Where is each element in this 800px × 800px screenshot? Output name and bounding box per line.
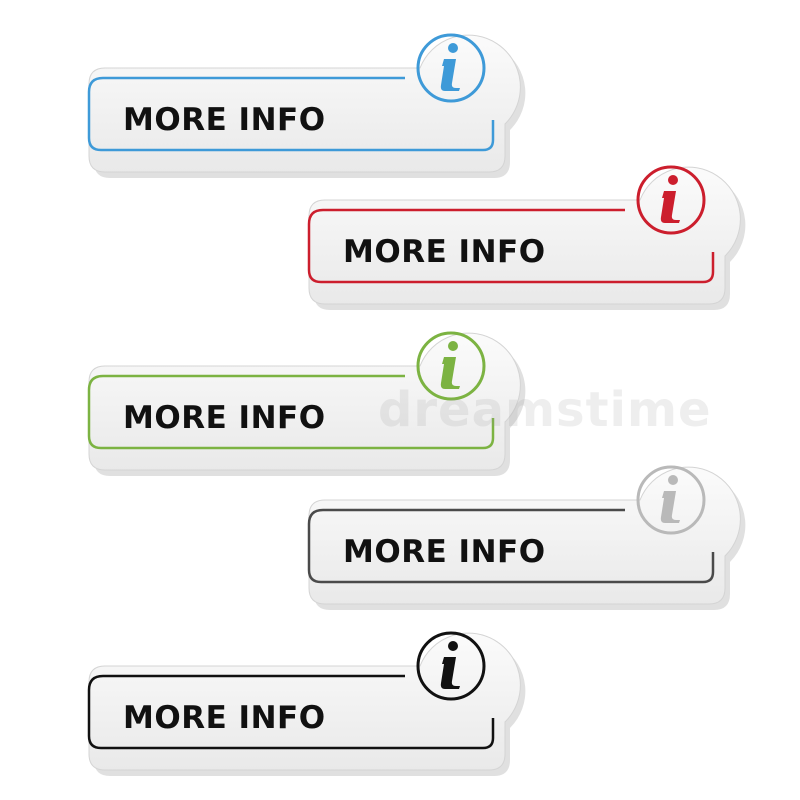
more-info-button-red[interactable]: MORE INFO	[285, 152, 746, 310]
sticker-background	[87, 332, 526, 476]
more-info-button-gray[interactable]: MORE INFO	[285, 452, 746, 610]
info-icon	[411, 28, 491, 108]
more-info-label: MORE INFO	[343, 234, 546, 270]
more-info-label: MORE INFO	[123, 400, 326, 436]
info-icon	[411, 326, 491, 406]
more-info-label: MORE INFO	[123, 700, 326, 736]
more-info-button-green[interactable]: MORE INFO	[65, 318, 526, 476]
info-icon	[631, 160, 711, 240]
more-info-label: MORE INFO	[343, 534, 546, 570]
info-icon	[411, 626, 491, 706]
info-icon	[631, 460, 711, 540]
more-info-button-blue[interactable]: MORE INFO	[65, 20, 526, 179]
more-info-label: MORE INFO	[123, 102, 326, 138]
sticker-background	[307, 166, 746, 310]
more-info-button-black[interactable]: MORE INFO	[65, 618, 526, 776]
